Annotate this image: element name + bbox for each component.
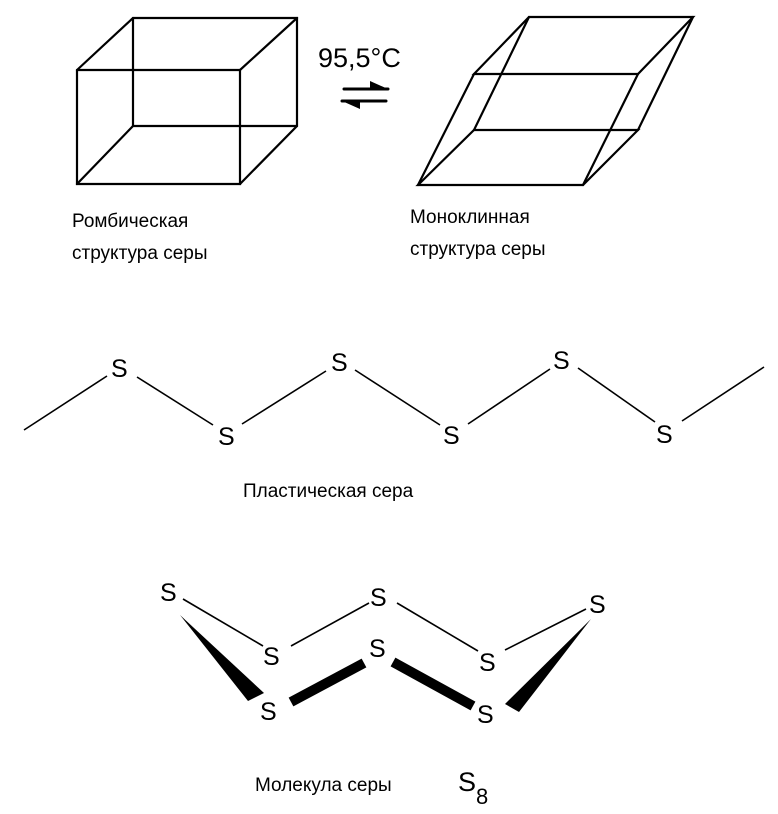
chain-bond — [136, 376, 214, 426]
sulfur-atom: S — [479, 649, 496, 677]
s8-formula-subscript: 8 — [476, 784, 488, 809]
s8-molecule: S S S S S S S S — [160, 579, 606, 729]
s8-formula: S — [458, 767, 476, 797]
chain-bond — [241, 370, 327, 425]
s8-caption-text: Молекула серы — [255, 775, 392, 796]
sulfur-atom: S — [160, 579, 177, 607]
bold-bond — [390, 657, 476, 711]
transition-temperature: 95,5°C — [318, 43, 401, 73]
sulfur-atom: S — [370, 584, 387, 612]
sulfur-atom: S — [263, 643, 280, 671]
sulfur-atom: S — [111, 355, 128, 383]
rhombic-crystal-drawing — [75, 16, 299, 186]
s8-caption: Молекула серы — [255, 775, 392, 796]
sulfur-atom: S — [553, 347, 570, 375]
chain-bond — [577, 367, 656, 423]
s8-formula-symbol: S — [458, 767, 476, 797]
sulfur-atom: S — [477, 701, 494, 729]
chain-bond — [467, 368, 551, 425]
chain-bond — [681, 366, 765, 422]
bold-bond — [288, 658, 367, 707]
rhombic-caption-line2: структура серы — [72, 243, 208, 264]
rhombic-caption-line1: Ромбическая — [72, 211, 188, 232]
sulfur-atom: S — [260, 698, 277, 726]
wedge-bond — [505, 619, 591, 712]
monoclinic-caption-line1: Моноклинная — [410, 207, 530, 228]
ring-bond — [182, 598, 264, 647]
ring-bond — [396, 602, 479, 652]
monoclinic-crystal-drawing — [415, 15, 696, 187]
plastic-sulfur-caption: Пластическая сера — [243, 481, 414, 502]
sulfur-atom: S — [656, 421, 673, 449]
sulfur-atom: S — [589, 591, 606, 619]
chain-bond — [23, 375, 108, 431]
sulfur-atom: S — [331, 349, 348, 377]
monoclinic-caption-line2: структура серы — [410, 239, 546, 260]
sulfur-atom: S — [443, 422, 460, 450]
sulfur-atom: S — [369, 635, 386, 663]
plastic-sulfur-chain: S S S S S S — [23, 347, 765, 451]
equilibrium-arrows-icon — [340, 81, 390, 109]
chain-bond — [354, 369, 441, 426]
sulfur-atom: S — [218, 423, 235, 451]
wedge-bond — [180, 615, 264, 701]
ring-bond — [504, 608, 587, 651]
ring-bond — [290, 602, 370, 647]
